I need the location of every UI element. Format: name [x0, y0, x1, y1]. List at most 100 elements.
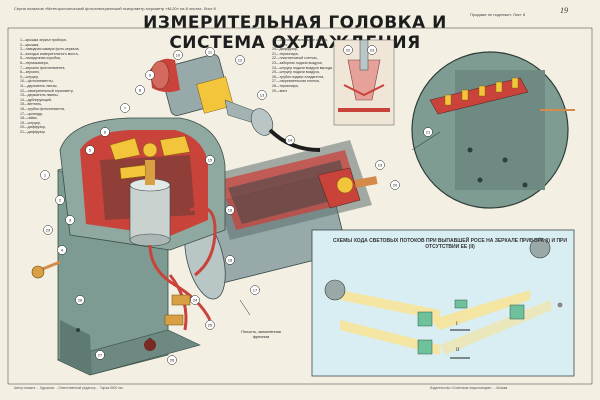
legend-item: 9—штуцер, — [20, 74, 39, 79]
part-bubble — [57, 245, 67, 255]
legend-item: 27—нагревательная пленка, — [272, 79, 320, 84]
part-number-label: 24 — [193, 297, 198, 302]
legend-item: 8—зеркало, — [20, 70, 40, 75]
part-number-label: 5 — [89, 147, 92, 152]
footer-credits: Автор плаката ... Художник ... Ответстве… — [14, 386, 124, 390]
part-number-label: 9 — [149, 72, 152, 77]
part-bubble — [167, 355, 177, 365]
legend-item: 11—держатель линзы, — [20, 83, 58, 88]
part-bubble — [95, 350, 105, 360]
legend-item: 20—диффузор, — [20, 125, 46, 130]
part-number-label: 19 — [378, 162, 383, 167]
light-scheme-panel — [311, 229, 575, 377]
measuring-head-housing — [59, 117, 226, 251]
callout-leader — [239, 299, 251, 316]
scheme-label-2: II — [456, 348, 460, 353]
header-sale-note: Продаже не подлежит. Лист 8 — [470, 12, 526, 17]
part-bubble — [285, 135, 295, 145]
part-number-label: 26 — [170, 357, 175, 362]
part-bubble — [100, 127, 110, 137]
part-bubble — [367, 45, 377, 55]
legend-item: 1—крышка зеркал прибора, — [20, 38, 67, 42]
part-bubble — [40, 170, 50, 180]
legend-item: 24—штуцер подачи воздуха выхода, — [272, 65, 334, 70]
part-number-label: 3 — [69, 217, 72, 222]
part-number-label: 23 — [370, 47, 375, 52]
legend-item: 14—дублирующий, — [20, 97, 52, 102]
part-bubble — [173, 50, 183, 60]
sheet-number: 19 — [560, 6, 568, 15]
part-bubble — [55, 195, 65, 205]
part-bubble — [85, 145, 95, 155]
legend-item: 29—винт — [272, 88, 288, 93]
left-inlet-fitting — [31, 260, 61, 279]
legend-item: 28—термопара, — [272, 83, 299, 88]
scheme-title: СХЕМЫ ХОДА СВЕТОВЫХ ПОТОКОВ ПРИ ВЫПАВШЕЙ… — [333, 238, 567, 250]
part-bubble — [390, 180, 400, 190]
part-bubble — [257, 90, 267, 100]
inset-section-detail — [333, 39, 395, 126]
legend-item: 16—трубки фотоэлемента, — [20, 106, 66, 111]
legend-item: 13—держатель лампы, — [20, 93, 59, 98]
legend-item: 5—наладочная коробка, — [20, 56, 61, 61]
legend-right: 18—светочувствительное стекло,19—винт,20… — [272, 38, 333, 93]
part-number-label: 14 — [288, 137, 293, 142]
part-bubble — [225, 255, 235, 265]
part-number-label: 16 — [228, 207, 233, 212]
part-number-label: 20 — [393, 182, 398, 187]
part-bubble — [135, 85, 145, 95]
legend-item: 17—цилиндр, — [20, 111, 43, 116]
part-number-label: 15 — [208, 157, 213, 162]
part-bubble — [205, 320, 215, 330]
part-number-label: 22 — [346, 47, 351, 52]
poster-frame — [7, 27, 593, 385]
part-number-label: 17 — [253, 287, 258, 292]
legend-item: 6—термокамера, — [20, 60, 49, 65]
legend-item: 19—штуцер, — [20, 120, 41, 125]
part-bubble — [120, 103, 130, 113]
part-number-label: 6 — [104, 129, 107, 134]
part-bubble — [65, 215, 75, 225]
legend-item: 21—термопара, — [272, 51, 299, 56]
legend-item: 4—колодка измерительного моста, — [20, 51, 79, 56]
part-bubble — [250, 285, 260, 295]
part-bubble — [375, 160, 385, 170]
part-number-label: 7 — [124, 105, 127, 110]
part-number-label: 25 — [208, 322, 213, 327]
magnified-circle-detail — [411, 51, 575, 209]
part-number-label: 1 — [44, 172, 47, 177]
legend-item: 26—трубки подачи хладагента, — [272, 74, 325, 79]
part-number-label: 2 — [59, 197, 62, 202]
legend-item: 15—вентиль, — [20, 102, 43, 107]
footer-publisher: Издательство «Советская энциклопедия» ..… — [430, 386, 508, 390]
part-bubble — [190, 295, 200, 305]
part-number-label: 13 — [260, 92, 265, 97]
valves — [144, 294, 191, 351]
part-number-label: 29 — [46, 227, 51, 232]
legend-item: 25—штуцер подачи воздуха, — [272, 70, 320, 75]
part-bubble — [205, 155, 215, 165]
part-number-label: 27 — [98, 352, 103, 357]
legend-item: 10—фотоэлементы, — [20, 79, 54, 84]
part-bubble — [235, 55, 245, 65]
cylinder-end-fitting — [317, 167, 378, 209]
legend-item: 20—диффузор, — [272, 47, 298, 52]
legend-item: 2—крышка, — [20, 42, 40, 47]
part-bubble — [205, 47, 215, 57]
legend-item: 19—винт, — [272, 42, 288, 47]
legend-item: 22—пластинчатый счетчик, — [272, 56, 318, 61]
part-number-label: 28 — [78, 297, 83, 302]
part-bubble — [75, 295, 85, 305]
legend-item: 18—гайка, — [20, 116, 38, 121]
part-bubble — [225, 205, 235, 215]
part-number-label: 18 — [228, 257, 233, 262]
internal-yellow-parts — [109, 135, 191, 180]
part-number-label: 8 — [139, 87, 142, 92]
part-number-label: 10 — [176, 52, 181, 57]
part-bubble — [423, 127, 433, 137]
header-series-text: Серия плакатов «Метеорологический фотоэл… — [14, 6, 216, 11]
part-number-label: 21 — [426, 129, 431, 134]
